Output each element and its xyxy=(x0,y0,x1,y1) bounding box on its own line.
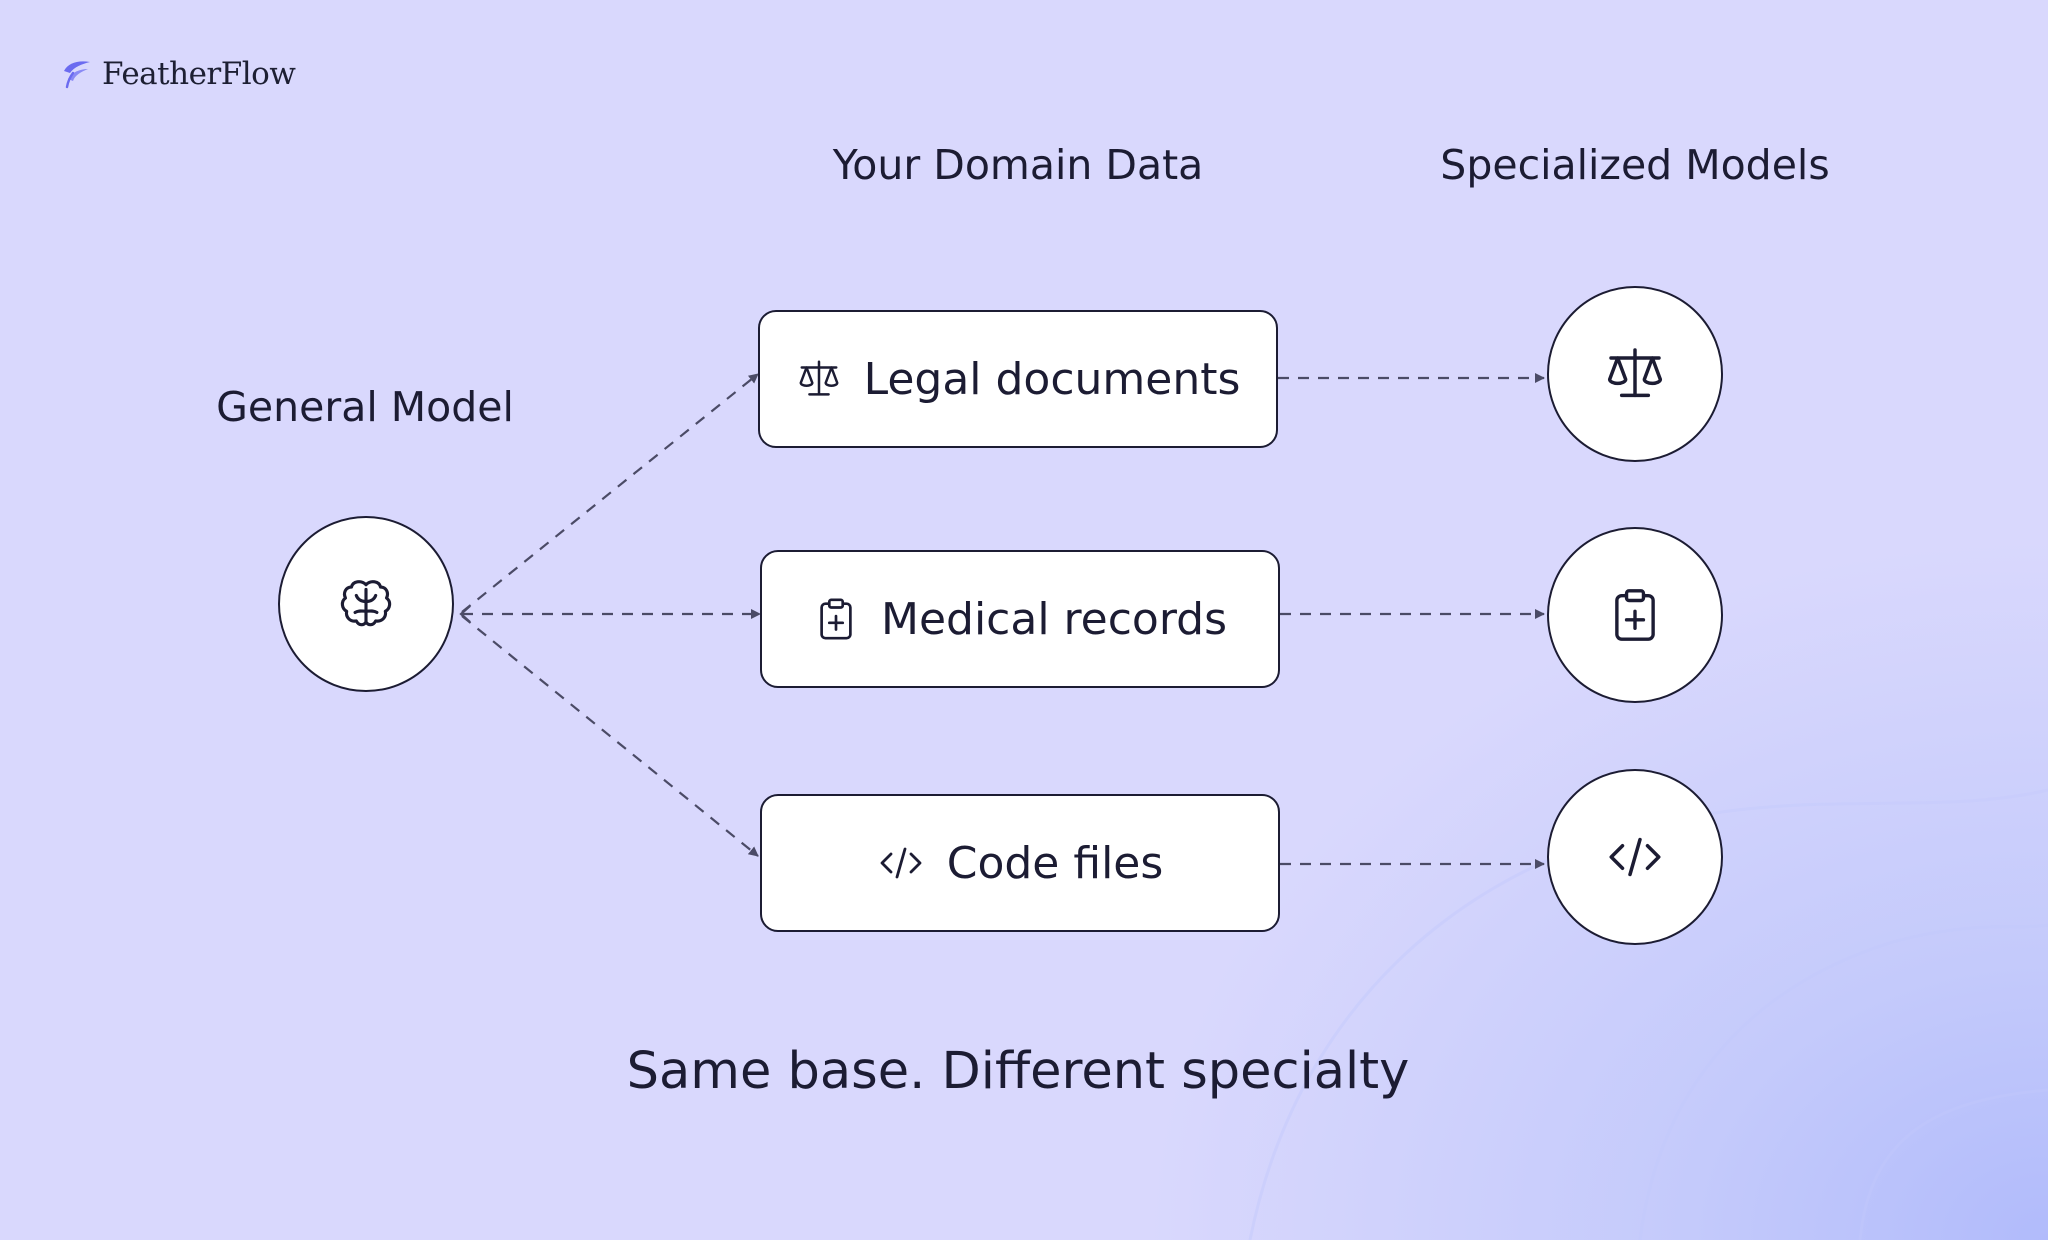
domain-box-medical[interactable]: Medical records xyxy=(760,550,1280,688)
clipboard-plus-icon xyxy=(813,596,859,642)
domain-box-code[interactable]: Code files xyxy=(760,794,1280,932)
scales-icon xyxy=(1603,342,1667,406)
general-model-arrow-origin xyxy=(459,605,471,623)
arrow-general-to-code xyxy=(461,615,759,857)
scales-icon xyxy=(796,356,842,402)
specialized-model-code[interactable] xyxy=(1547,769,1723,945)
arrow-general-to-legal xyxy=(461,373,759,613)
domain-box-legal[interactable]: Legal documents xyxy=(758,310,1278,448)
brand-logo[interactable]: FeatherFlow xyxy=(62,56,296,92)
feather-icon xyxy=(62,59,92,89)
specialized-model-medical[interactable] xyxy=(1547,527,1723,703)
column-heading-general-model: General Model xyxy=(216,383,514,431)
domain-label-code: Code files xyxy=(946,837,1164,889)
general-model-node[interactable] xyxy=(278,516,454,692)
brand-name: FeatherFlow xyxy=(102,56,296,92)
tagline: Same base. Different specialty xyxy=(626,1042,1410,1101)
domain-label-legal: Legal documents xyxy=(863,353,1241,405)
specialized-model-legal[interactable] xyxy=(1547,286,1723,462)
code-icon xyxy=(877,839,925,887)
domain-label-medical: Medical records xyxy=(880,593,1228,645)
code-icon xyxy=(1605,827,1665,887)
clipboard-plus-icon xyxy=(1606,586,1664,644)
column-heading-domain-data: Your Domain Data xyxy=(832,141,1204,189)
brain-icon xyxy=(337,575,395,633)
column-heading-specialized-models: Specialized Models xyxy=(1440,141,1830,189)
